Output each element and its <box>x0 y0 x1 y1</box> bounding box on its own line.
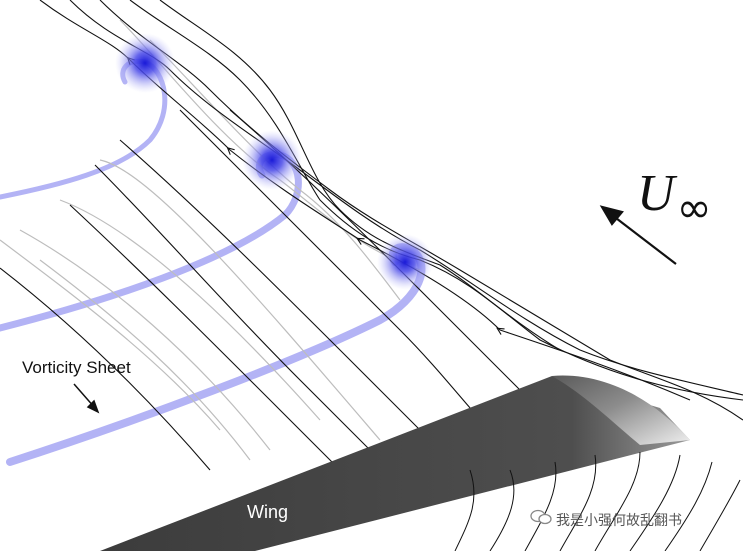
sheet-pointer <box>74 384 98 412</box>
vorticity-sheet-3 <box>10 247 422 462</box>
watermark-text: 我是小强何故乱翻书 <box>556 513 682 529</box>
freestream-subscript: ∞ <box>677 183 712 232</box>
vortex-cores <box>115 33 433 290</box>
freestream-label: U∞ <box>637 168 712 229</box>
vorticity-sheet-label: Vorticity Sheet <box>22 358 131 378</box>
vortex-core-2 <box>242 130 302 190</box>
wechat-bubble-icon <box>530 509 552 529</box>
freestream-symbol: U <box>637 165 675 222</box>
wing-label: Wing <box>247 502 288 523</box>
watermark: 我是小强何故乱翻书 <box>530 509 682 530</box>
vorticity-sheet-group <box>0 61 422 462</box>
vortex-core-1 <box>115 33 175 93</box>
vortex-core-3 <box>377 234 433 290</box>
